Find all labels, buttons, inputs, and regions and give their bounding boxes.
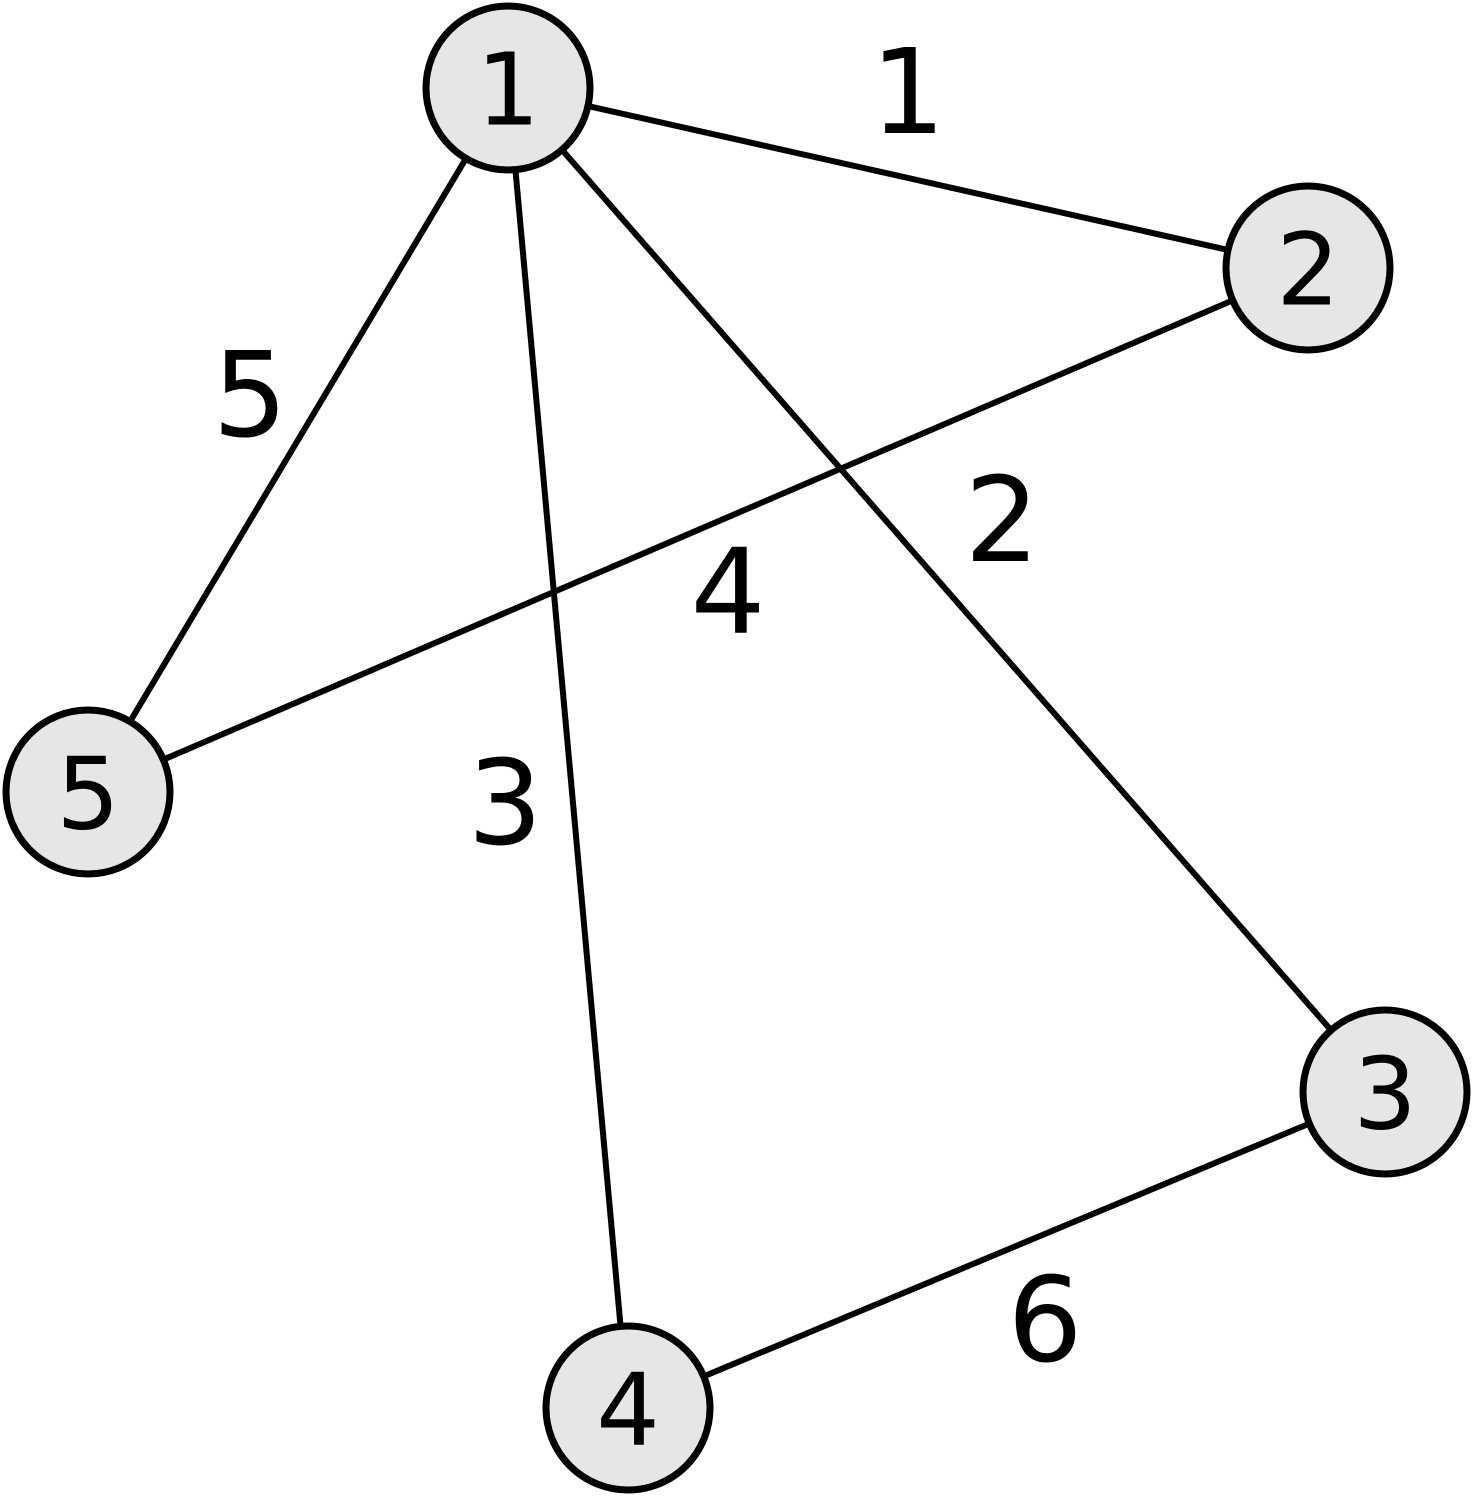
node-3: 3 <box>1299 1006 1471 1178</box>
edge-1-4 <box>505 87 631 1409</box>
edge-weight-2-5: 4 <box>690 523 765 661</box>
node-label-2: 2 <box>1276 212 1340 329</box>
edge-1-3 <box>505 86 1388 1094</box>
edge-weight-1-5: 5 <box>212 326 287 464</box>
node-5: 5 <box>2 706 174 878</box>
node-label-1: 1 <box>476 32 540 149</box>
node-circle-5 <box>2 706 174 878</box>
edge-weight-1-3: 2 <box>964 451 1039 589</box>
edge-2-5 <box>86 265 1310 795</box>
edge-weight-3-4: 6 <box>1007 1251 1082 1389</box>
edges-layer <box>85 85 1388 1411</box>
edge-weights-layer: 1 2 3 4 5 6 <box>212 23 1082 1389</box>
edge-1-2 <box>507 85 1309 271</box>
edge-weight-1-4: 3 <box>467 734 542 872</box>
node-label-4: 4 <box>596 1352 660 1469</box>
edge-3-4 <box>626 1089 1387 1411</box>
node-circle-1 <box>422 2 594 174</box>
node-label-5: 5 <box>56 736 120 853</box>
node-label-3: 3 <box>1353 1036 1417 1153</box>
node-1: 1 <box>422 2 594 174</box>
node-4: 4 <box>542 1322 714 1494</box>
node-circle-3 <box>1299 1006 1471 1178</box>
node-2: 2 <box>1222 182 1394 354</box>
edge-1-5 <box>85 86 511 794</box>
node-circle-2 <box>1222 182 1394 354</box>
edge-weight-1-2: 1 <box>870 23 945 161</box>
node-circle-4 <box>542 1322 714 1494</box>
